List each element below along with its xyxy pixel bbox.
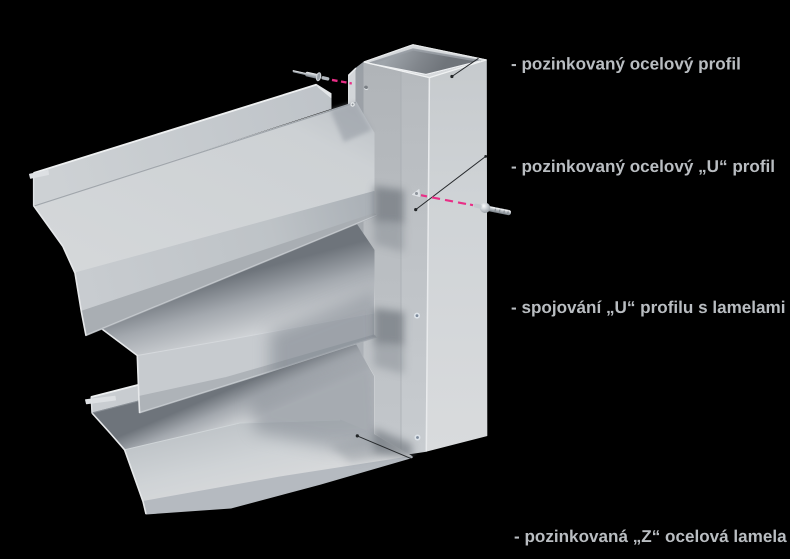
svg-text:- pozinkovaný ocelový „U“ prof: - pozinkovaný ocelový „U“ profil bbox=[511, 157, 775, 176]
svg-text:- spojování „U“ profilu s lame: - spojování „U“ profilu s lamelami bbox=[511, 298, 786, 317]
svg-text:- pozinkovaný ocelový profil: - pozinkovaný ocelový profil bbox=[511, 55, 741, 74]
svg-text:- pozinkovaná „Z“ ocelová lame: - pozinkovaná „Z“ ocelová lamela bbox=[514, 527, 787, 546]
